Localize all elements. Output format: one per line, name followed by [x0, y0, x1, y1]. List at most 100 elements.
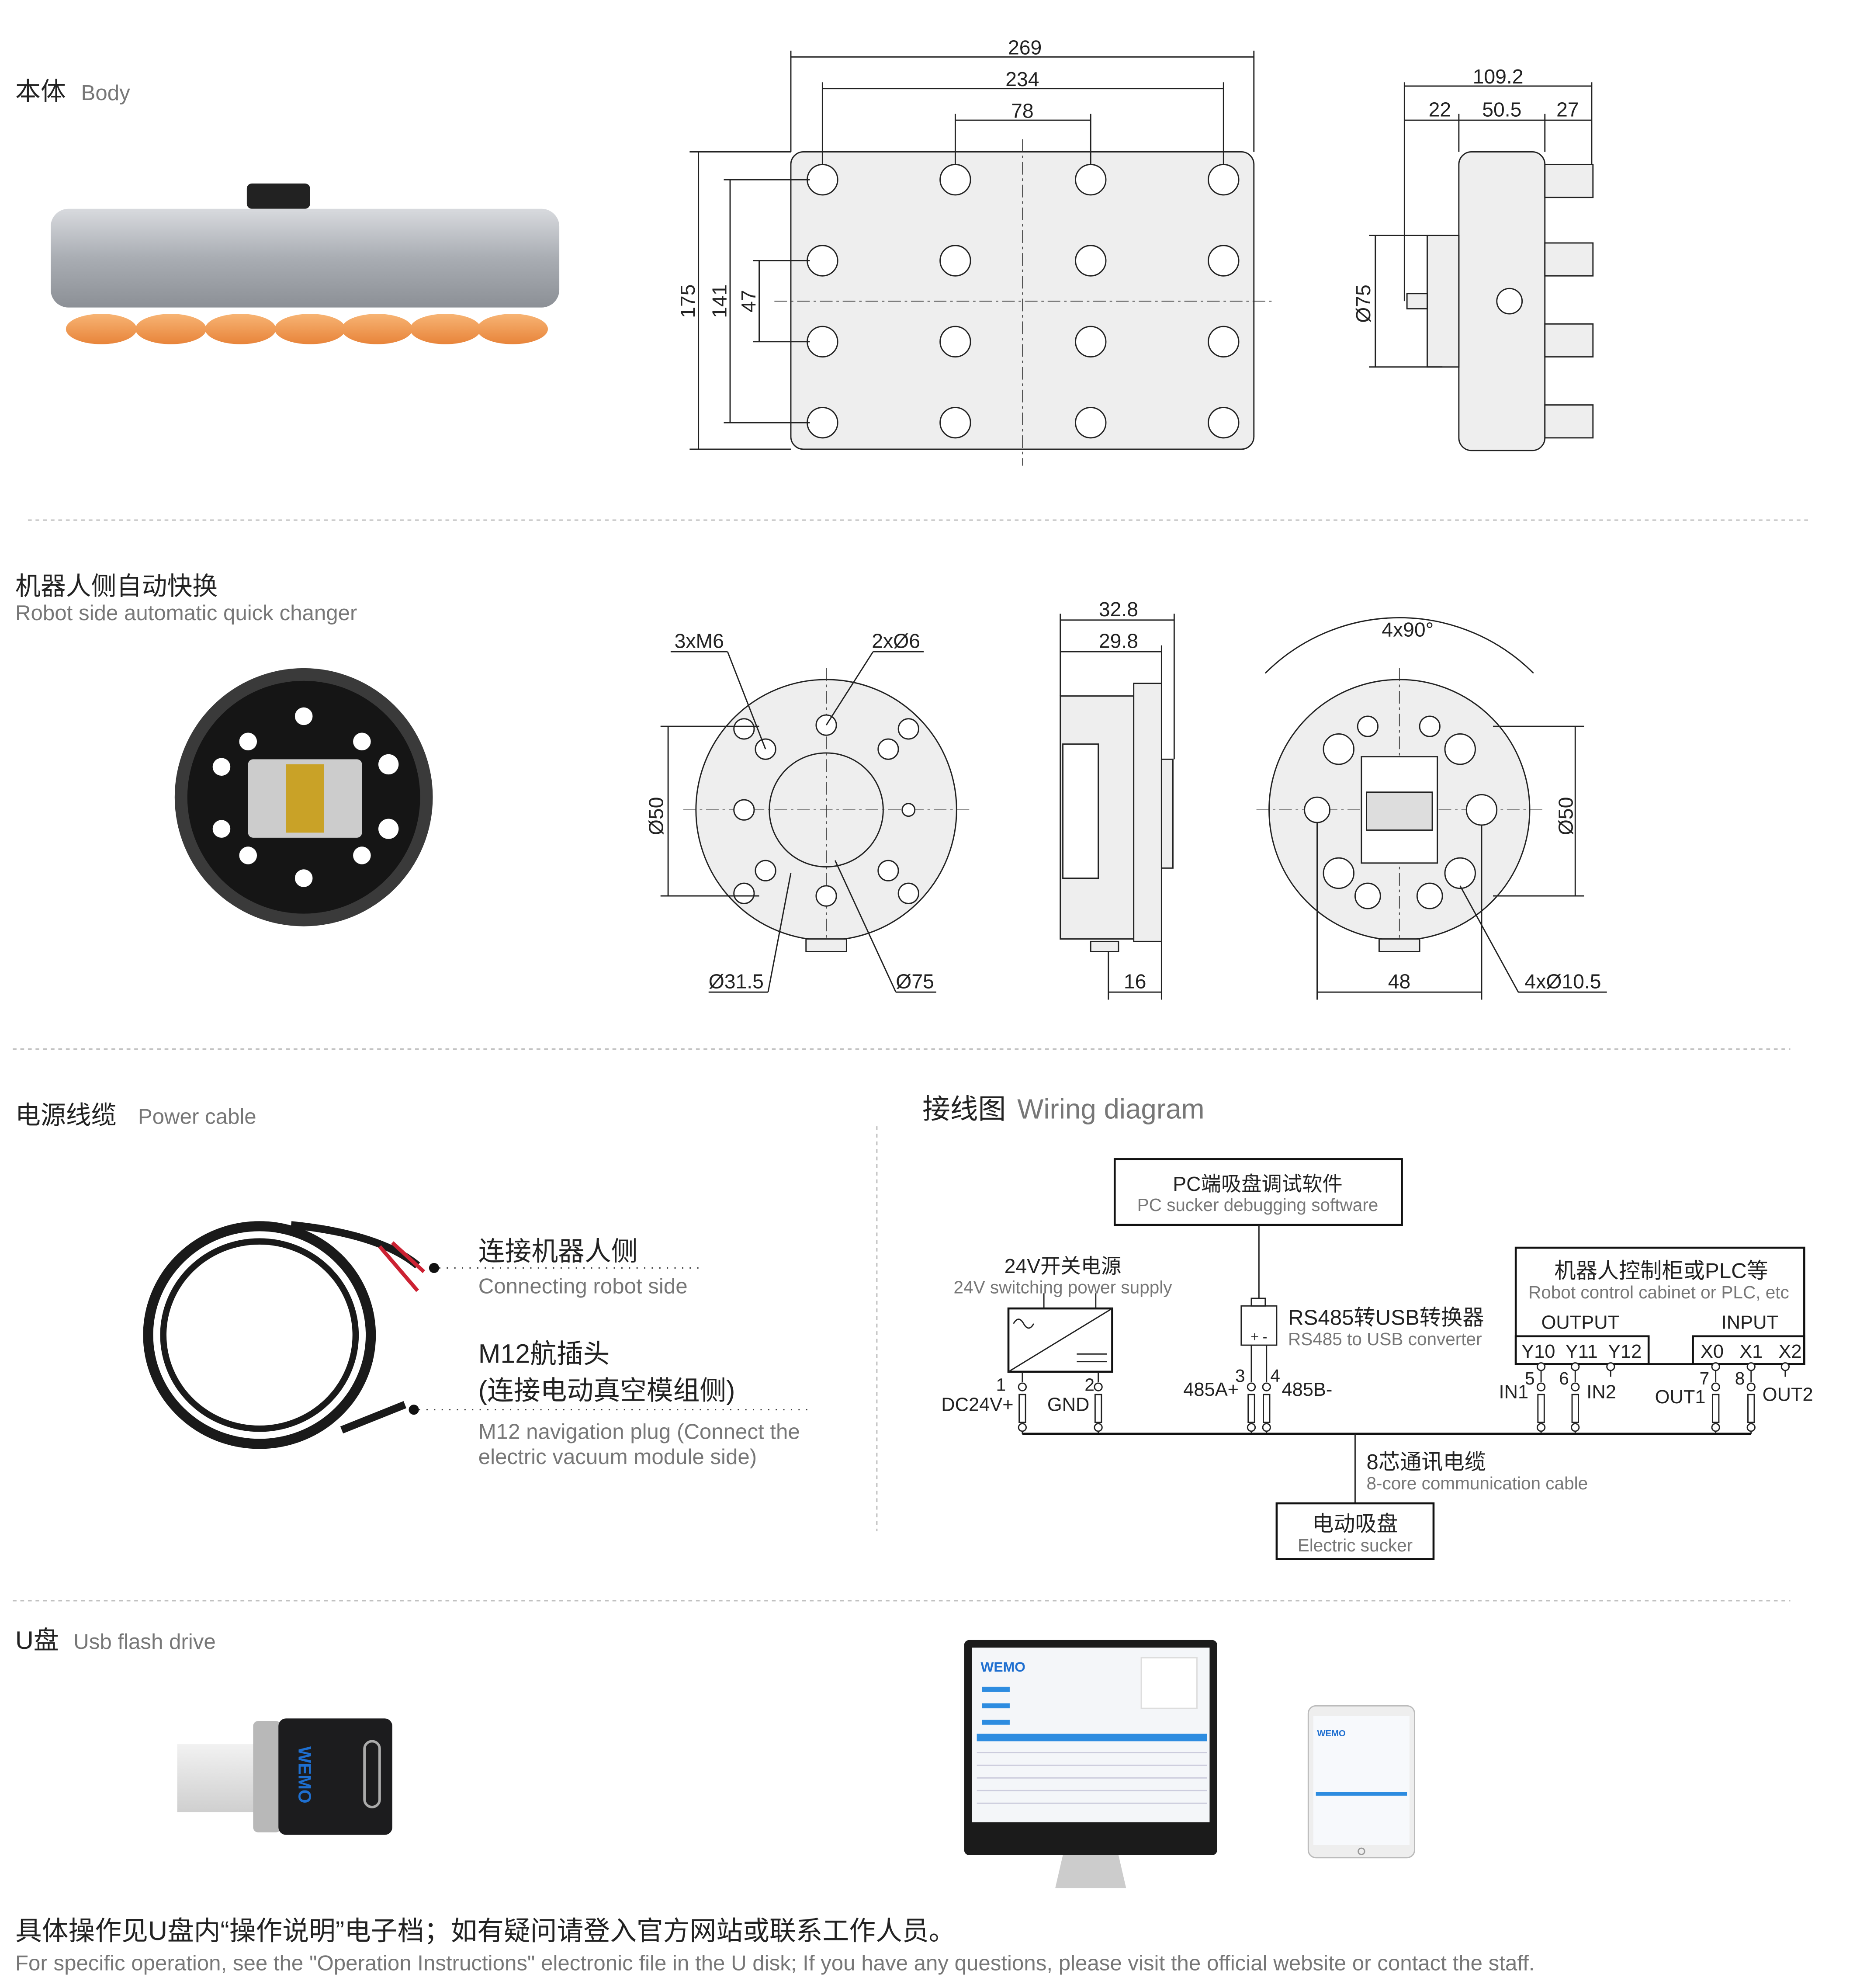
dim-phi31-5: Ø31.5	[709, 970, 764, 992]
app-logo: WEMO	[980, 1659, 1025, 1675]
pin-number: 6	[1559, 1368, 1569, 1388]
output-label: OUTPUT	[1541, 1312, 1620, 1333]
rs485-converter-box	[1240, 1305, 1278, 1346]
electric-sucker-box	[1275, 1502, 1435, 1560]
dim-78: 78	[1011, 99, 1034, 122]
footer-note-zh: 具体操作见U盘内“操作说明”电子档；如有疑问请登入官方网站或联系工作人员。	[15, 1916, 955, 1946]
controller-label-en: Robot control cabinet or PLC, etc	[1528, 1282, 1789, 1302]
section-body: 本体 Body 269 234 78 175 141 47 109.2 22 5…	[15, 36, 1594, 466]
quick-changer-photo	[174, 668, 433, 926]
changer-front-drawing: 3xM6 2xØ6 Ø50 Ø31.5 Ø75	[645, 630, 970, 993]
pin-number: 2	[1084, 1374, 1095, 1395]
dim-141: 141	[708, 284, 731, 318]
robot-side-label-en: Connecting robot side	[478, 1274, 688, 1298]
wiring-diagram: 接线图 Wiring diagram PC端吸盘调试软件 PC sucker d…	[922, 1094, 1813, 1560]
changer-back-drawing: 4x90° Ø50 48 4xØ10.5	[1256, 617, 1607, 1000]
section-title-zh: 机器人侧自动快换	[15, 572, 218, 600]
pin-number: 3	[1235, 1366, 1245, 1386]
tablet-app-logo: WEMO	[1317, 1729, 1346, 1738]
monitor-screenshot: WEMO	[964, 1640, 1217, 1888]
power-cable-photo	[143, 1221, 426, 1449]
section-title-zh: 接线图	[922, 1094, 1006, 1125]
pin-number: 4	[1270, 1366, 1280, 1386]
dim-phi75: Ø75	[1352, 284, 1375, 323]
section-usb: U盘 Usb flash drive WEMO WEMO WEMO	[15, 1627, 1415, 1888]
pin-label: DC24V+	[941, 1395, 1013, 1416]
callout-dot	[409, 1405, 419, 1415]
label-4x90: 4x90°	[1382, 618, 1434, 641]
pc-label-en: PC sucker debugging software	[1137, 1195, 1379, 1215]
controller-box	[1514, 1246, 1805, 1365]
usb-brand-logo: WEMO	[295, 1746, 315, 1804]
psu-label-en: 24V switching power supply	[954, 1277, 1173, 1297]
pin-number: 1	[996, 1374, 1006, 1395]
dim-175: 175	[676, 284, 699, 318]
dim-29-8: 29.8	[1099, 630, 1138, 652]
label-4xphi10-5: 4xØ10.5	[1524, 970, 1601, 992]
dim-phi50: Ø50	[1554, 797, 1577, 836]
cable-label-en: 8-core communication cable	[1366, 1473, 1588, 1493]
input-label: INPUT	[1721, 1312, 1778, 1333]
pin-number: 8	[1735, 1368, 1745, 1388]
body-photo	[51, 183, 560, 344]
pin-label: OUT1	[1655, 1387, 1706, 1408]
m12-label-en: M12 navigation plug (Connect the	[478, 1419, 800, 1443]
section-title-zh: U盘	[15, 1627, 59, 1655]
section-title-en: Power cable	[138, 1104, 256, 1128]
footer-note-en: For specific operation, see the "Operati…	[15, 1951, 1535, 1975]
m12-label-zh: M12航插头	[478, 1339, 610, 1369]
robot-side-label-zh: 连接机器人侧	[478, 1236, 638, 1266]
sucker-label-en: Electric sucker	[1298, 1535, 1413, 1555]
body-top-view-drawing: 269 234 78 175 141 47	[676, 36, 1272, 466]
pin-number: 7	[1700, 1368, 1710, 1388]
psu-label-zh: 24V开关电源	[1004, 1255, 1122, 1277]
power-supply-symbol	[1007, 1293, 1268, 1382]
callout-dot	[429, 1263, 440, 1273]
section-title-zh: 本体	[15, 78, 66, 106]
section-title-en: Usb flash drive	[73, 1630, 216, 1654]
dim-48: 48	[1388, 970, 1411, 992]
pc-software-box	[1113, 1158, 1403, 1226]
input-terminals: X0 X1 X2	[1701, 1341, 1802, 1362]
body-side-view-drawing: 109.2 22 50.5 27 Ø75	[1352, 65, 1594, 451]
pin-label: 485B-	[1282, 1379, 1332, 1400]
section-title-en: Robot side automatic quick changer	[15, 601, 357, 625]
pc-label-zh: PC端吸盘调试软件	[1173, 1173, 1343, 1195]
section-title-zh: 电源线缆	[15, 1101, 117, 1129]
changer-side-drawing: 32.8 29.8 16	[1060, 598, 1175, 1000]
dim-50-5: 50.5	[1482, 98, 1521, 121]
usb-drive-photo: WEMO	[177, 1718, 392, 1835]
dim-phi50: Ø50	[645, 797, 668, 836]
label-3xm6: 3xM6	[675, 630, 724, 652]
dim-27: 27	[1556, 98, 1579, 121]
dim-109-2: 109.2	[1473, 65, 1524, 88]
output-terminals: Y10 Y11 Y12	[1521, 1341, 1642, 1362]
converter-polarity: + -	[1250, 1329, 1267, 1344]
label-2xphi6: 2xØ6	[872, 630, 920, 652]
pin-label: GND	[1047, 1395, 1090, 1416]
tablet-screenshot: WEMO	[1307, 1705, 1415, 1859]
sucker-label-zh: 电动吸盘	[1312, 1512, 1398, 1536]
dim-16: 16	[1124, 970, 1146, 992]
pin-label: IN1	[1499, 1382, 1529, 1403]
dim-22: 22	[1429, 98, 1451, 121]
cable-label-zh: 8芯通讯电缆	[1366, 1450, 1486, 1474]
pin-label: OUT2	[1763, 1384, 1813, 1405]
dim-234: 234	[1005, 68, 1039, 90]
pin-label: 485A+	[1183, 1379, 1239, 1400]
pin-label: IN2	[1586, 1382, 1616, 1403]
dim-32-8: 32.8	[1099, 598, 1138, 621]
m12-label-en-2: electric vacuum module side)	[478, 1445, 757, 1469]
section-title-en: Body	[81, 81, 131, 105]
section-quick-changer: 机器人侧自动快换 Robot side automatic quick chan…	[15, 572, 1607, 1000]
section-title-en: Wiring diagram	[1017, 1094, 1204, 1125]
controller-label-zh: 机器人控制柜或PLC等	[1554, 1259, 1768, 1283]
converter-label-zh: RS485转USB转换器	[1288, 1306, 1484, 1330]
